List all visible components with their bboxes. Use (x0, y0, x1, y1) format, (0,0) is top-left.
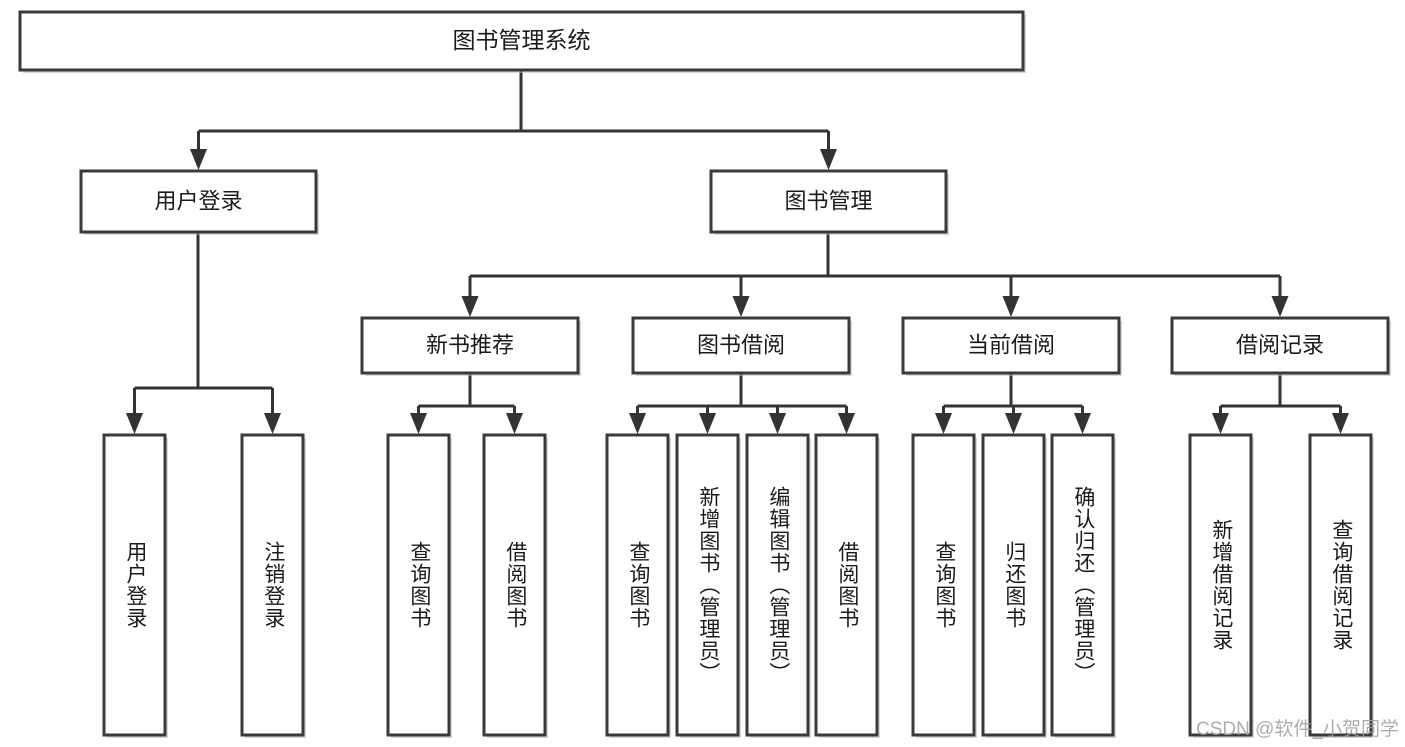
arrow-head-icon (1074, 413, 1091, 434)
node-book-borrow[interactable] (631, 316, 851, 375)
arrow-head-icon (1332, 413, 1349, 434)
node-root-root-label: 图书管理系统 (453, 27, 591, 53)
node-book-borrow-label: 图书借阅 (697, 332, 785, 357)
node-book-management[interactable] (709, 169, 948, 234)
node-current-borrow[interactable] (901, 316, 1121, 375)
arrow-head-icon (820, 149, 837, 170)
node-leaf-user-login[interactable] (102, 433, 167, 737)
arrow-head-icon (1212, 413, 1229, 434)
node-new-book-recommend[interactable] (360, 316, 580, 375)
node-leaf-return-book[interactable] (981, 433, 1046, 737)
arrow-head-icon (732, 296, 750, 317)
arrow-head-icon (264, 413, 281, 434)
arrow-head-icon (769, 413, 786, 434)
csdn-watermark: CSDN @软件_小贺同学 (1196, 719, 1399, 740)
node-leaf-confirm-return[interactable] (1050, 433, 1115, 737)
arrow-head-icon (1002, 296, 1020, 317)
node-user-login[interactable] (79, 169, 318, 234)
arrow-head-icon (838, 413, 855, 434)
arrow-head-icon (1271, 296, 1289, 317)
node-borrow-record[interactable] (1170, 316, 1390, 375)
node-leaf-query-borrow-record[interactable] (1308, 433, 1373, 737)
node-leaf-logout[interactable] (240, 433, 305, 737)
node-leaf-query-book-borrow[interactable] (605, 433, 670, 737)
node-book-management-label: 图书管理 (784, 188, 872, 213)
edge-layer (126, 70, 1349, 434)
arrow-head-icon (699, 413, 716, 434)
node-leaf-add-book[interactable] (675, 433, 740, 737)
node-current-borrow-label: 当前借阅 (967, 332, 1055, 357)
node-leaf-borrow-book[interactable] (814, 433, 879, 737)
node-borrow-record-label: 借阅记录 (1236, 332, 1324, 357)
node-new-book-recommend-label: 新书推荐 (426, 332, 514, 357)
node-root-root[interactable] (18, 10, 1025, 72)
arrow-head-icon (190, 149, 207, 170)
node-leaf-borrow-book-recommend[interactable] (482, 433, 547, 737)
node-user-login-label: 用户登录 (154, 188, 242, 213)
arrow-head-icon (126, 413, 143, 434)
arrow-head-icon (935, 413, 952, 434)
node-leaf-add-borrow-record[interactable] (1188, 433, 1253, 737)
arrow-head-icon (410, 413, 427, 434)
node-box-layer (18, 10, 1391, 738)
node-leaf-query-book-recommend[interactable] (386, 433, 451, 737)
arrow-head-icon (506, 413, 523, 434)
node-leaf-edit-book[interactable] (745, 433, 810, 737)
node-leaf-query-book-current[interactable] (911, 433, 976, 737)
arrow-head-icon (461, 296, 479, 317)
arrow-head-icon (1005, 413, 1022, 434)
arrow-head-icon (629, 413, 646, 434)
